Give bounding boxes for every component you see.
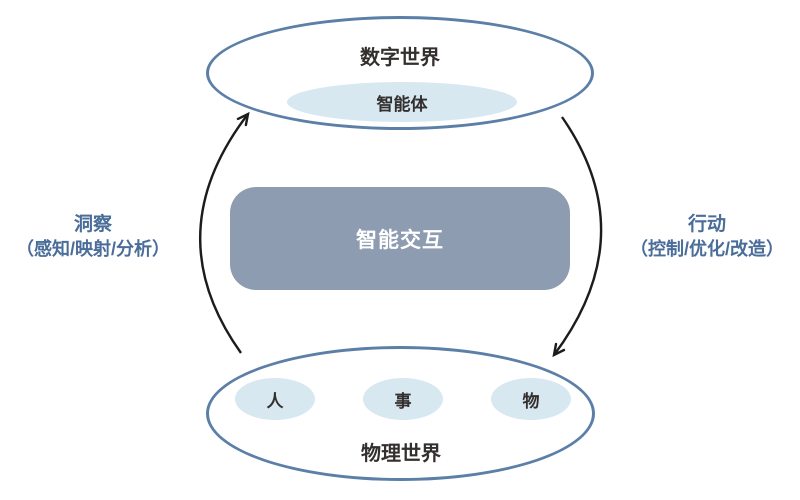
agent-label: 智能体 [376, 94, 428, 114]
digital-world-label: 数字世界 [360, 47, 440, 69]
action-title: 行动 [687, 214, 726, 235]
entity-person-ellipse: 人 [235, 378, 315, 420]
interaction-label: 智能交互 [356, 228, 444, 252]
physical-world-label: 物理世界 [361, 443, 441, 465]
entity-person-label: 人 [266, 391, 284, 411]
entity-thing-ellipse: 物 [491, 378, 571, 420]
action-label-block: 行动 （控制/优化/改造） [614, 212, 800, 262]
interaction-rect: 智能交互 [230, 187, 570, 290]
insight-subtitle: （感知/映射/分析） [15, 239, 170, 259]
agent-ellipse: 智能体 [287, 82, 517, 122]
entity-thing-label: 物 [522, 391, 540, 411]
entity-event-label: 事 [394, 391, 412, 411]
insight-title: 洞察 [73, 214, 112, 235]
entity-event-ellipse: 事 [363, 378, 443, 420]
insight-label-block: 洞察 （感知/映射/分析） [0, 212, 186, 262]
action-subtitle: （控制/优化/改造） [629, 239, 784, 259]
